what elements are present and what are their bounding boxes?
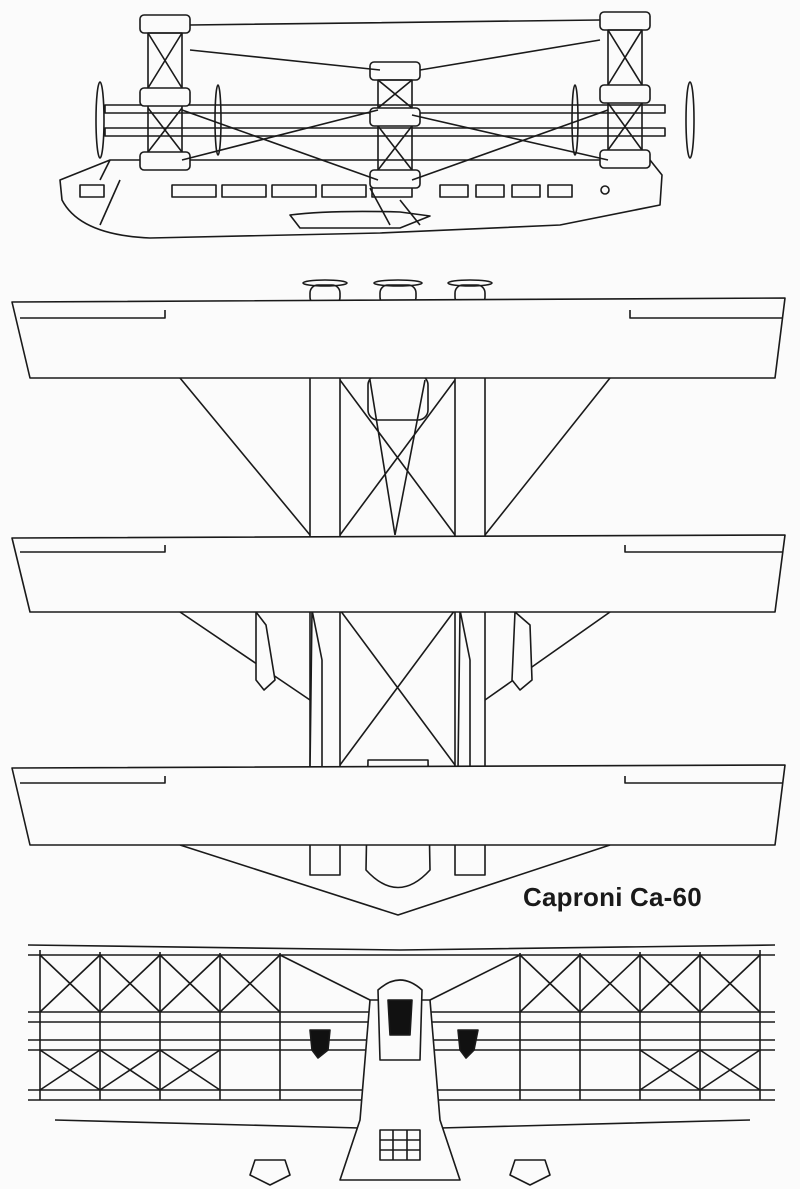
- side-windows: [79, 184, 573, 198]
- floats: [249, 1159, 551, 1186]
- top-view: [11, 279, 786, 916]
- side-view: [59, 11, 695, 239]
- struts-boxes: [139, 11, 651, 189]
- engines: [255, 609, 533, 771]
- front-view: [27, 944, 776, 1186]
- front-struts: [39, 950, 761, 1100]
- propellers: [95, 81, 695, 159]
- drawing-title: Caproni Ca-60: [523, 882, 702, 912]
- wings: [11, 297, 786, 846]
